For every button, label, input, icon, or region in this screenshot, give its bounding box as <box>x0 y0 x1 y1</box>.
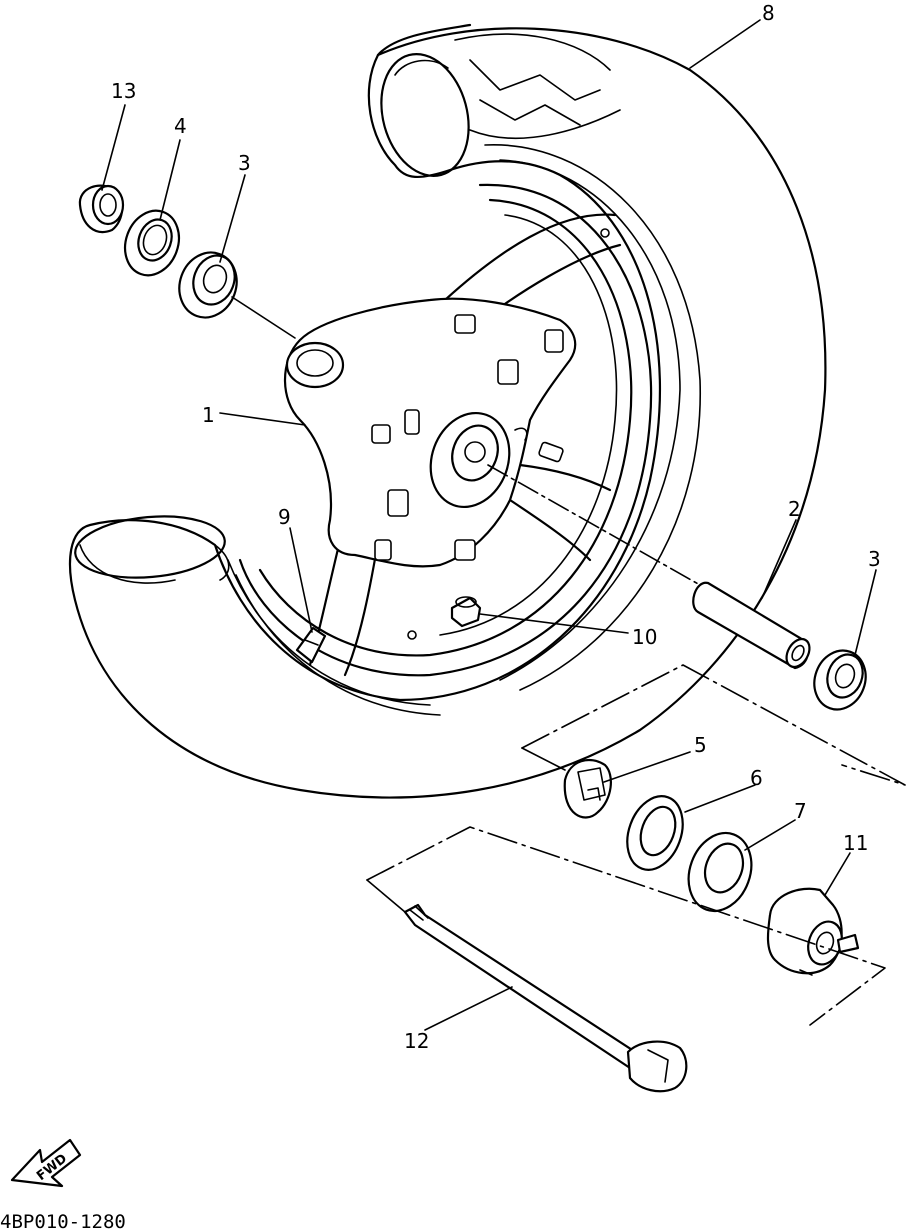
collar-ring <box>687 831 753 913</box>
meter-clutch <box>563 758 612 819</box>
label-3-right: 3 <box>868 547 881 571</box>
part-labels: 13 4 3 8 1 9 2 3 10 5 6 7 11 12 <box>111 1 881 1053</box>
label-5: 5 <box>694 733 707 757</box>
leader-lines <box>101 19 877 1031</box>
oil-seal <box>123 209 181 277</box>
bearing-right <box>813 649 867 711</box>
cast-wheel <box>238 183 653 677</box>
bearing-left <box>178 251 238 319</box>
diagram-code: 4BP010-1280 <box>0 1211 126 1232</box>
valve <box>450 596 482 628</box>
label-10: 10 <box>632 625 657 649</box>
tire <box>68 23 827 799</box>
label-8: 8 <box>762 1 775 25</box>
label-1: 1 <box>202 403 215 427</box>
label-6: 6 <box>750 766 763 790</box>
spacer <box>692 581 811 670</box>
label-4: 4 <box>174 114 187 138</box>
label-13: 13 <box>111 79 136 103</box>
label-3-left: 3 <box>238 151 251 175</box>
label-7: 7 <box>794 799 807 823</box>
fwd-arrow-icon: FWD <box>10 1138 82 1188</box>
collar <box>78 184 125 233</box>
oil-seal-right <box>626 795 684 871</box>
label-2: 2 <box>788 497 801 521</box>
balance-weight <box>295 626 327 664</box>
axle <box>403 903 688 1093</box>
label-9: 9 <box>278 505 291 529</box>
label-11: 11 <box>843 831 868 855</box>
meter-gear-unit <box>766 887 860 976</box>
axis-lines <box>231 296 906 1026</box>
label-12: 12 <box>404 1029 429 1053</box>
